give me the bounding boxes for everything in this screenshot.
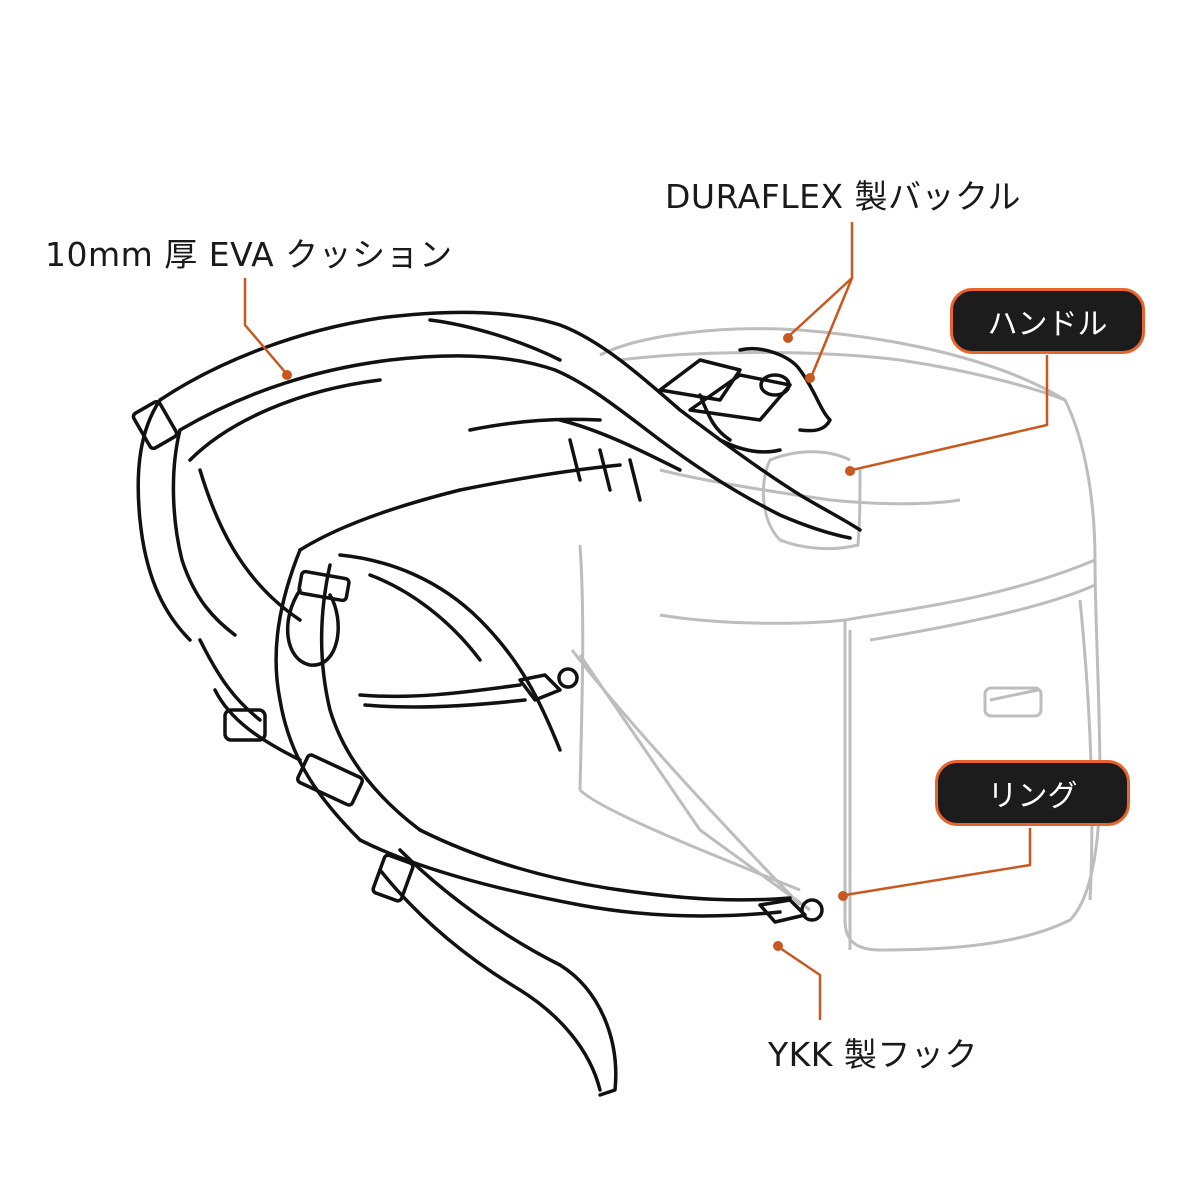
label-handle: ハンドル — [950, 288, 1145, 354]
leader-hook — [779, 946, 822, 1020]
leader-dot-hook — [773, 941, 783, 951]
leader-dot-buckle-1 — [783, 333, 793, 343]
label-ring: リング — [935, 760, 1130, 826]
label-duraflex-buckle: DURAFLEX 製バックル — [665, 177, 1022, 216]
leader-handle — [851, 355, 1049, 472]
leader-ring — [844, 828, 1032, 897]
label-ykk-hook: YKK 製フック — [768, 1035, 978, 1074]
leader-dot-buckle-2 — [805, 373, 815, 383]
leader-buckle — [789, 222, 854, 336]
leader-dot-ring — [838, 891, 848, 901]
harness — [131, 310, 862, 1097]
label-eva-cushion: 10mm 厚 EVA クッション — [45, 235, 453, 274]
leader-dot-handle — [845, 466, 855, 476]
leader-eva — [243, 278, 286, 373]
tail-bag — [570, 327, 1102, 952]
leader-lines — [243, 222, 1049, 1020]
leader-dot-eva — [282, 370, 292, 380]
